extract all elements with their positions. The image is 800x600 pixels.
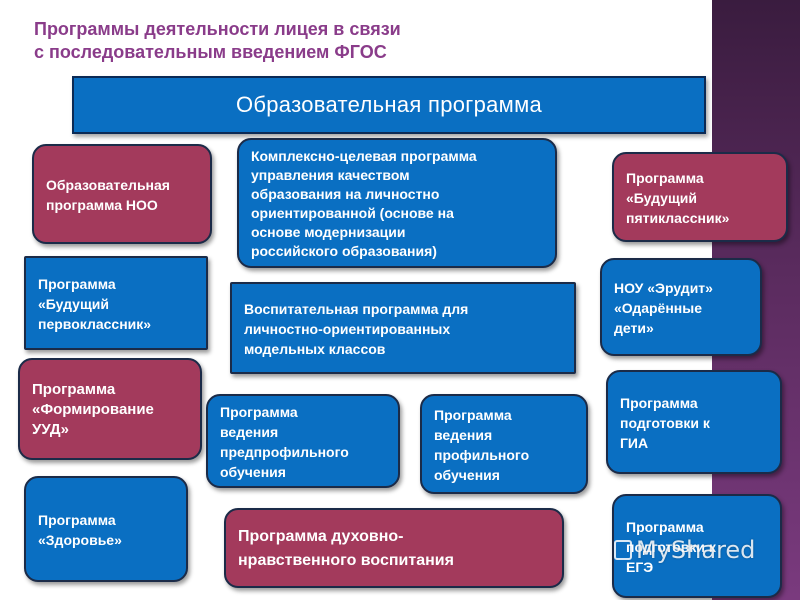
watermark-text: MyShared (636, 536, 756, 564)
box-program-noo: Образовательная программа НОО (32, 144, 212, 244)
watermark: MyShared (614, 536, 755, 564)
header-educational-program: Образовательная программа (72, 76, 706, 134)
box-spiritual-moral-education: Программа духовно- нравственного воспита… (224, 508, 564, 588)
box-future-first-grader: Программа «Будущий первоклассник» (24, 256, 208, 350)
box-ege-preparation: Программа подготовки к ЕГЭ (612, 494, 782, 598)
box-uud-formation: Программа «Формирование УУД» (18, 358, 202, 460)
box-preprofile-education: Программа ведения предпрофильного обучен… (206, 394, 400, 488)
box-upbringing-program: Воспитательная программа для личностно-о… (230, 282, 576, 374)
box-health-program: Программа «Здоровье» (24, 476, 188, 582)
page-title-line1: Программы деятельности лицея в связи (34, 19, 401, 39)
box-nou-erudit: НОУ «Эрудит» «Одарённые дети» (600, 258, 762, 356)
box-future-fifth-grader: Программа «Будущий пятиклассник» (612, 152, 788, 242)
page-title: Программы деятельности лицея в связи с п… (34, 18, 494, 64)
page-title-line2: с последовательным введением ФГОС (34, 42, 387, 62)
box-profile-education: Программа ведения профильного обучения (420, 394, 588, 494)
box-gia-preparation: Программа подготовки к ГИА (606, 370, 782, 474)
watermark-icon (614, 540, 632, 560)
box-complex-target-program: Комплексно-целевая программа управления … (237, 138, 557, 268)
